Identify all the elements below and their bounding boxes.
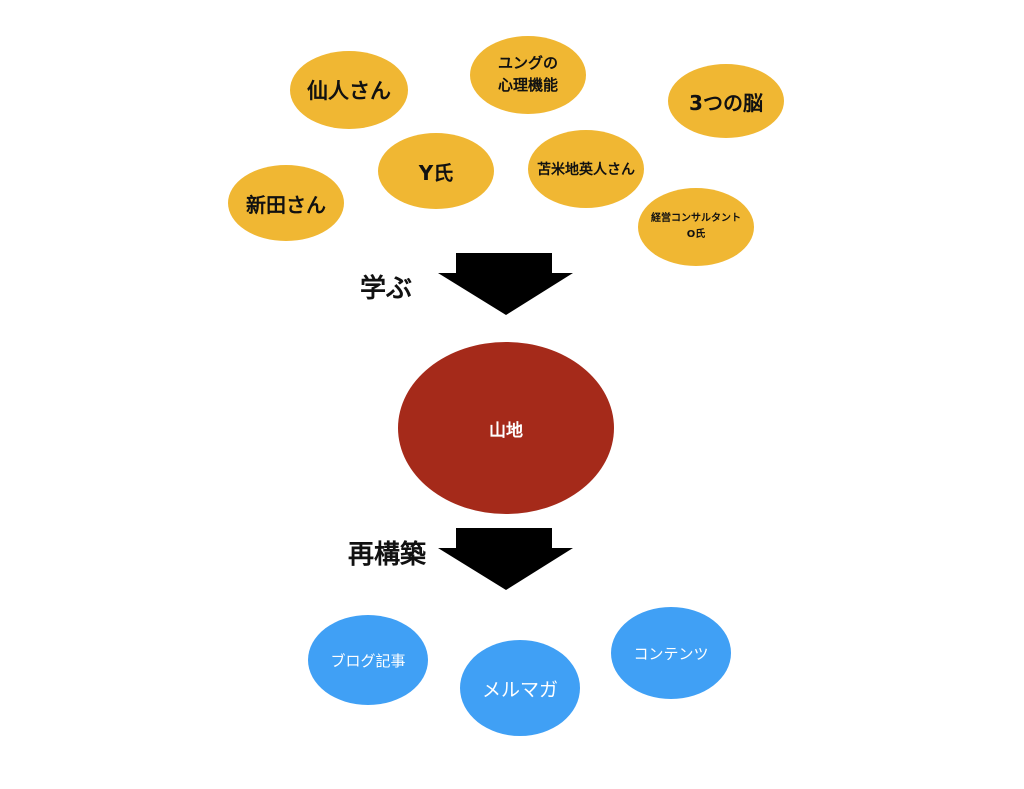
node-label: 3つの脳 (689, 90, 763, 115)
node-label: 新田さん (246, 192, 326, 217)
node-core: 山地 (398, 342, 614, 514)
arrow-label-rebuild: 再構築 (348, 540, 427, 570)
node-nitta: 新田さん (228, 165, 344, 241)
node-mailmag: メルマガ (460, 640, 580, 736)
node-label: メルマガ (481, 678, 558, 701)
node-tomabechi: 苫米地英人さん (528, 130, 644, 208)
node-label: 苫米地英人さん (537, 162, 635, 178)
node-sennin: 仙人さん (290, 51, 408, 129)
node-label: ブログ記事 (330, 651, 406, 670)
node-label: コンテンツ (633, 644, 709, 663)
node-three-brains: 3つの脳 (668, 64, 784, 138)
node-consultant: 経営コンサルタント O氏 (638, 188, 754, 266)
node-label: Y氏 (418, 160, 454, 185)
arrow-down-icon (438, 528, 573, 590)
arrow-label-learn: 学ぶ (360, 274, 413, 304)
node-y: Y氏 (378, 133, 494, 209)
node-contents: コンテンツ (611, 607, 731, 699)
node-label: 経営コンサルタント O氏 (651, 213, 741, 240)
node-jung: ユングの 心理機能 (470, 36, 586, 114)
node-label: 山地 (489, 420, 523, 441)
node-label: ユングの 心理機能 (497, 54, 558, 94)
node-blog: ブログ記事 (308, 615, 428, 705)
arrow-down-icon (438, 253, 573, 315)
node-label: 仙人さん (307, 79, 391, 103)
